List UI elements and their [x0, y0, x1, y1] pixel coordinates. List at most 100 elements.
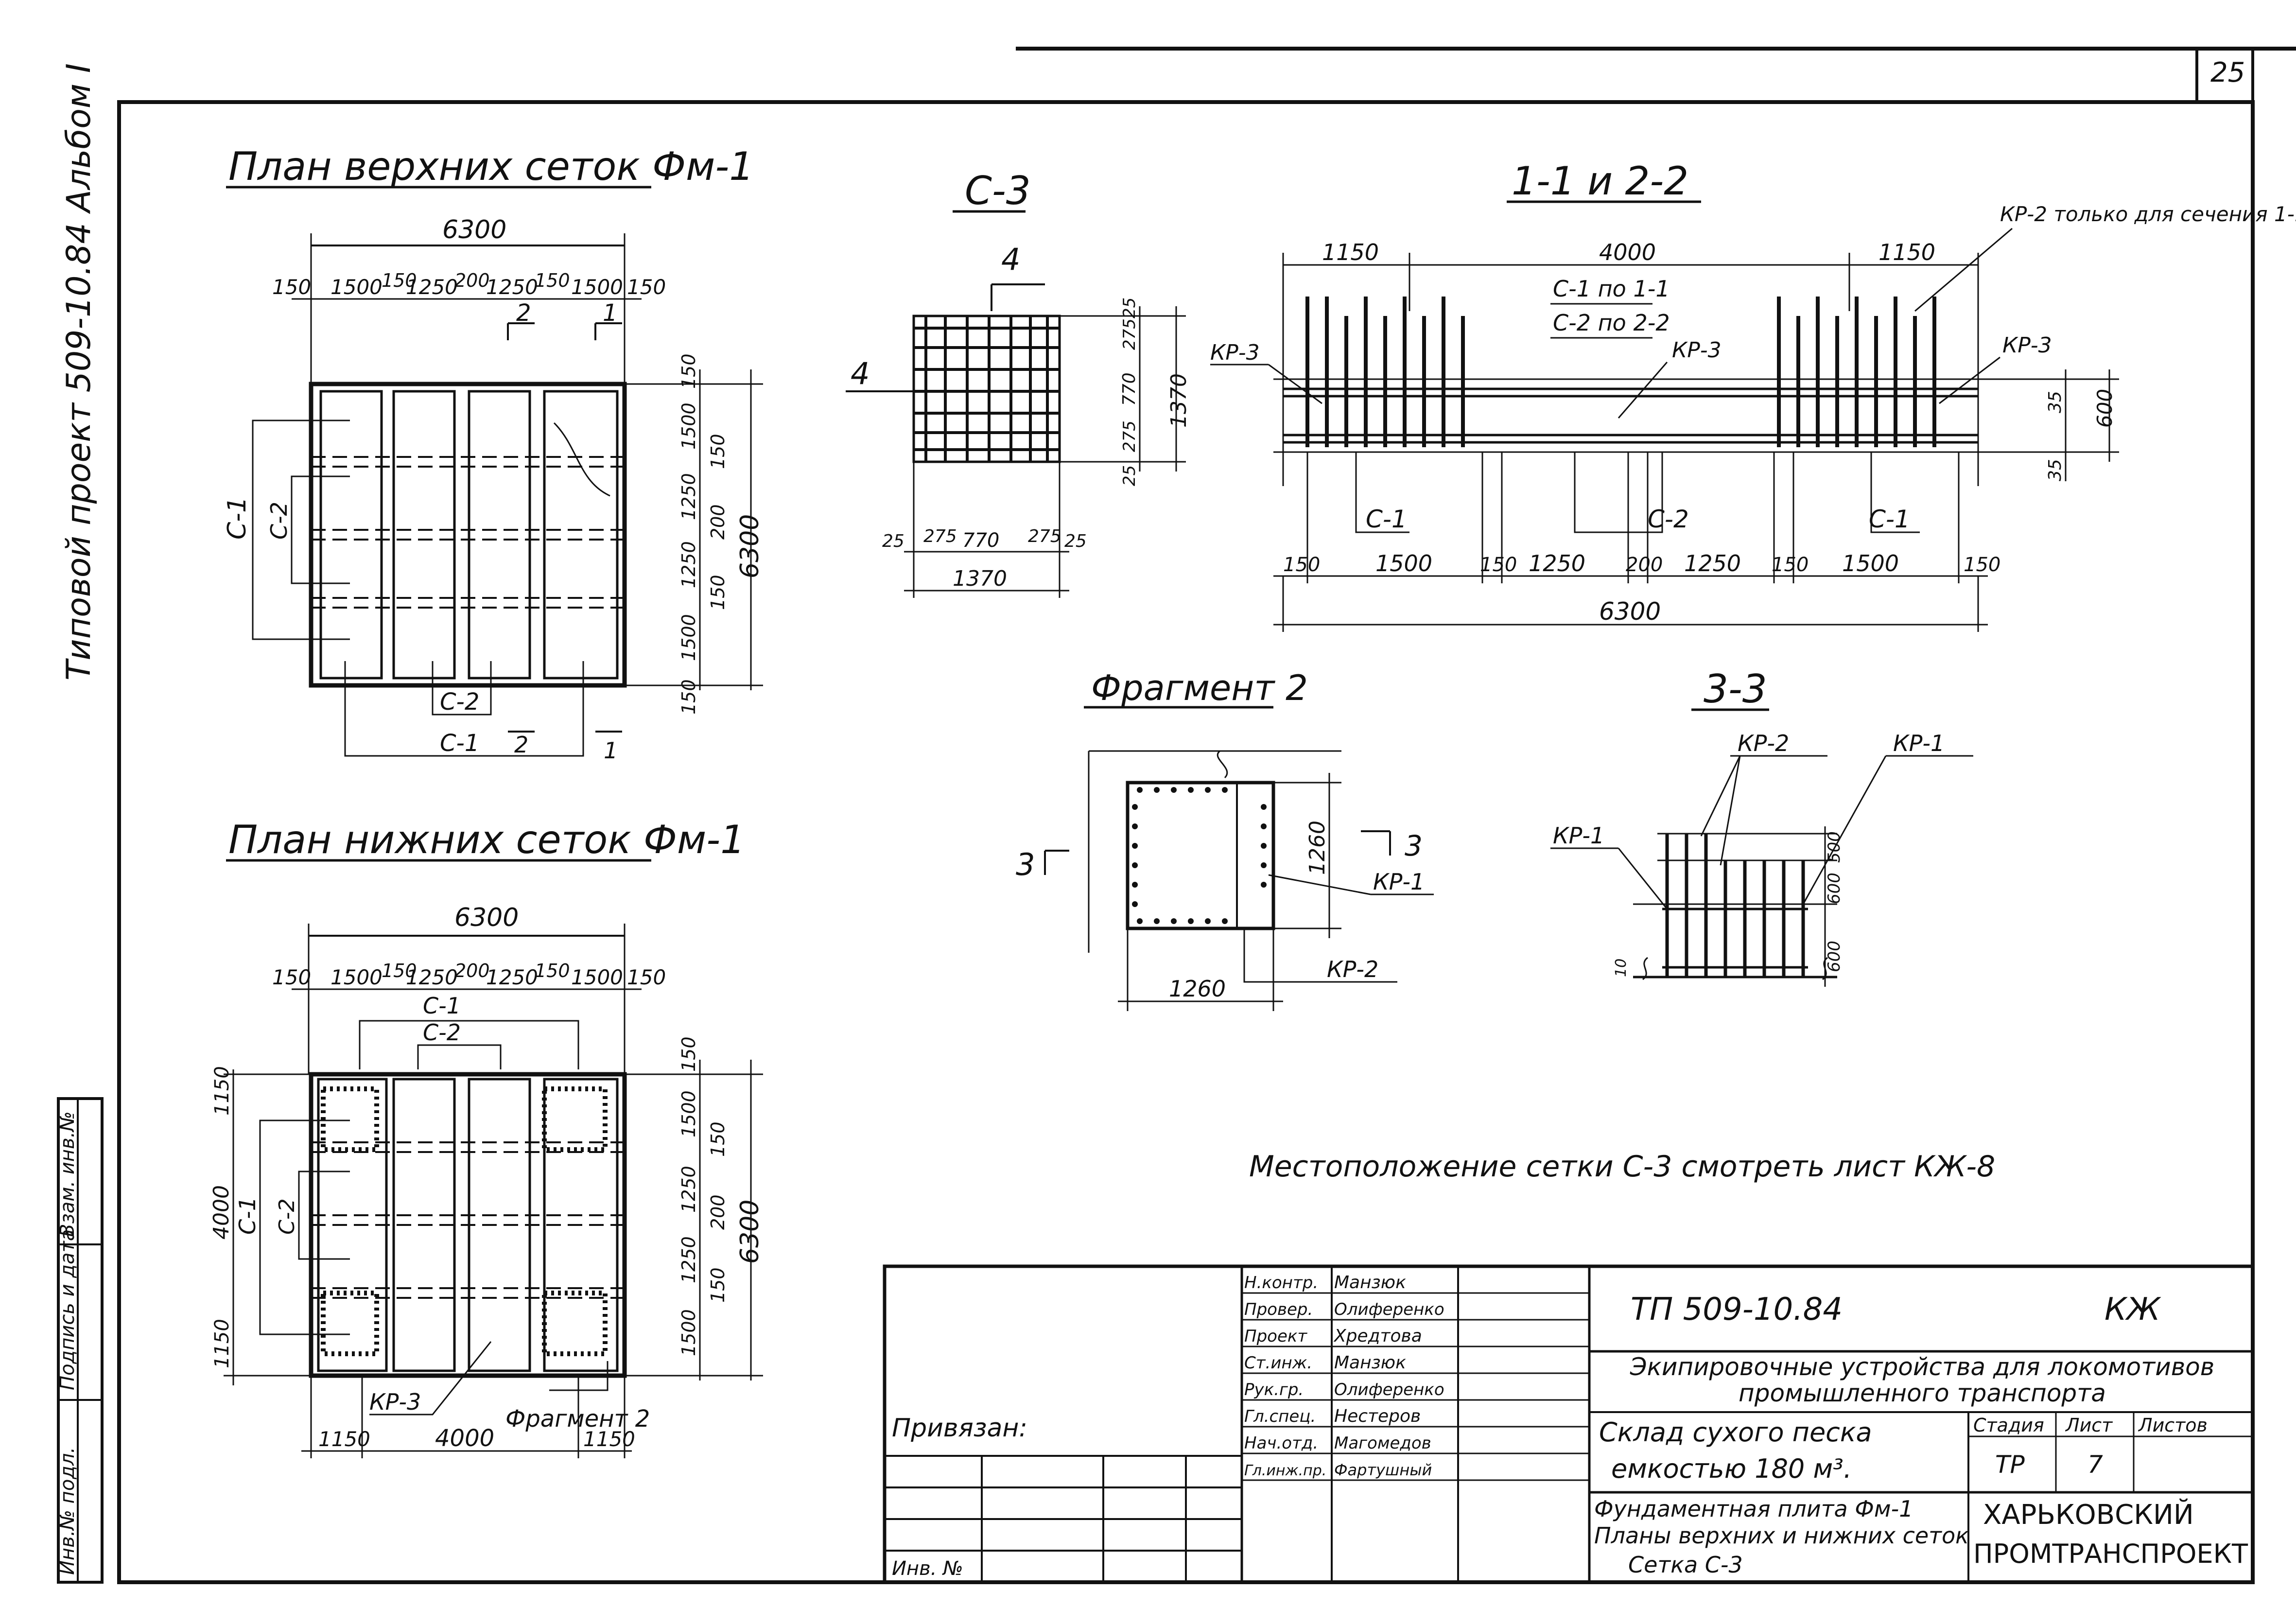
- section11-right-dim: 600: [2093, 389, 2117, 428]
- section11-bottom-dim: 1250: [1684, 550, 1741, 577]
- lower-dim-v: 200: [707, 1194, 729, 1230]
- tb-inv: Инв. №: [892, 1557, 963, 1580]
- tb-object-text: Экипировочные устройства для локомотивов…: [1630, 1354, 2215, 1407]
- tb-role: Гл.инж.пр.: [1244, 1462, 1326, 1479]
- tb-drawing-2: Планы верхних и нижних сеток: [1594, 1522, 1969, 1549]
- upper-label-c2: С-2: [266, 502, 292, 540]
- tb-name: Манзюк: [1334, 1353, 1406, 1373]
- section11-note-2: С-2 по 2-2: [1553, 310, 1670, 336]
- lower-dim-h: 1250: [486, 965, 538, 989]
- lower-label-c2: С-2: [275, 1198, 299, 1235]
- c3-dim-b: 275: [1028, 526, 1061, 546]
- tb-sheet-hdr: Лист: [2065, 1415, 2113, 1436]
- lower-dim-v: 1250: [678, 1166, 699, 1213]
- lower-label-c1: С-1: [234, 1197, 261, 1235]
- section11-right-dim: 35: [2045, 391, 2065, 413]
- lower-dim-h: 150: [272, 965, 311, 989]
- section11-right-dim: 35: [2045, 459, 2065, 481]
- section11-bottom-c2: С-2: [1648, 505, 1689, 533]
- section11-kr3-right: КР-3: [2002, 333, 2052, 358]
- lower-dim-h: 150: [535, 960, 570, 981]
- section33-left-dim: 10: [1613, 959, 1630, 977]
- lower-label-c2-top: С-2: [423, 1019, 461, 1046]
- section11-bottom-c1: С-1: [1366, 505, 1407, 533]
- upper-dim-h: 1500: [571, 275, 623, 299]
- c3-dim-r: 275: [1120, 318, 1139, 350]
- tb-role: Н.контр.: [1244, 1273, 1318, 1293]
- fragment2-kr2: КР-2: [1327, 956, 1378, 982]
- section11-bottom-dim: 200: [1626, 554, 1663, 576]
- tb-name: Хрeдтова: [1333, 1326, 1422, 1346]
- tb-building-1: Склад сухого песка: [1599, 1417, 1872, 1448]
- lower-dim-v: 1500: [678, 1090, 699, 1137]
- tb-role: Рук.гр.: [1244, 1380, 1304, 1399]
- upper-cut-1-bottom: 1: [604, 737, 618, 764]
- lower-bottom-dim: 1150: [583, 1427, 635, 1451]
- lower-left-dim: 1150: [211, 1319, 233, 1368]
- section11-bottom-dim: 150: [1964, 554, 2000, 576]
- fragment2-kr1: КР-1: [1373, 869, 1425, 895]
- section11-note-1: С-1 по 1-1: [1553, 276, 1670, 302]
- sheet-note: Местоположение сетки С-3 смотреть лист К…: [1249, 1150, 1995, 1184]
- c3-dim-r: 25: [1120, 297, 1139, 318]
- page-number: 25: [2210, 57, 2245, 88]
- upper-dim-h: 1500: [330, 275, 383, 299]
- title-block: Привязан: Инв. № Н.контр. Манзюк Провер.…: [883, 1264, 2255, 1584]
- tb-org-1: ХАРЬКОВСКИЙ: [1983, 1499, 2194, 1531]
- upper-cut-1: 1: [603, 299, 618, 327]
- side-caption: Типовой проект 509-10.84 Альбом I: [60, 63, 98, 681]
- c3-dim-b: 25: [1064, 531, 1087, 551]
- fragment2-dim-v: 1260: [1305, 821, 1330, 875]
- upper-dim-v: 1500: [678, 614, 699, 661]
- lower-dim-h: 150: [382, 960, 417, 981]
- upper-dim-v: 1250: [678, 473, 699, 520]
- fragment2-title: Фрагмент 2: [1091, 667, 1308, 708]
- tb-name: Фартушный: [1334, 1461, 1432, 1479]
- tb-project-code: ТП 509-10.84: [1631, 1292, 1843, 1328]
- upper-dim-h: 150: [272, 275, 311, 299]
- upper-dim-h: 1250: [486, 275, 538, 299]
- upper-dim-v: 150: [707, 575, 729, 610]
- upper-dim-v: 150: [678, 353, 699, 389]
- section11-bottom-dim: 1500: [1842, 550, 1899, 577]
- lower-dim-h: 1250: [406, 965, 458, 989]
- lower-dim-v: 150: [707, 1121, 729, 1157]
- upper-label-c2-bottom: С-2: [440, 688, 479, 716]
- c3-dim-b: 275: [923, 526, 957, 546]
- lower-label-kr3: КР-3: [369, 1389, 421, 1415]
- tb-name: Манзюк: [1334, 1273, 1406, 1293]
- left-stamp: Инв.№ подл. Подпись и дата Взам. инв.№: [56, 1097, 104, 1584]
- upper-dim-v: 1500: [678, 402, 699, 450]
- section11-total: 6300: [1599, 597, 1661, 626]
- section11-bottom-dim: 150: [1480, 554, 1517, 576]
- c3-total-r: 1370: [1166, 373, 1191, 428]
- fragment2-dim-h: 1260: [1169, 976, 1226, 1002]
- c3-mesh: С-3 4 4 25 275 770 275: [846, 168, 1191, 598]
- lower-plan: План нижних сеток Фм-1 6300 150 1500 150…: [209, 817, 765, 1458]
- section33-dim: 600: [1825, 941, 1844, 972]
- page-number-box: [2195, 47, 2254, 104]
- tb-sheet: 7: [2087, 1451, 2103, 1479]
- stamp-sign: Подпись и дата: [56, 1229, 79, 1390]
- tb-name: Олиференко: [1334, 1380, 1444, 1399]
- c3-total-b: 1370: [953, 566, 1007, 591]
- stamp-inv: Инв.№ подл.: [56, 1447, 79, 1575]
- c3-cut-left: 4: [851, 356, 870, 391]
- section11-kr3-mid: КР-3: [1672, 338, 1722, 363]
- lower-left-dim: 1150: [211, 1066, 233, 1116]
- lower-dim-v: 1500: [678, 1309, 699, 1356]
- upper-dim-v: 150: [678, 679, 699, 715]
- upper-total-width: 6300: [442, 215, 506, 245]
- c3-dim-r: 25: [1120, 465, 1139, 486]
- tb-name: Нестеров: [1334, 1406, 1421, 1426]
- section11-bottom-dim: 1500: [1375, 550, 1432, 577]
- upper-plan-title: План верхних сеток Фм-1: [228, 144, 754, 189]
- section-1-1: 1-1 и 2-2 1150 4000 1150 С-1 по 1-1 С-2 …: [1210, 158, 2296, 632]
- upper-plan: План верхних сеток Фм-1 6300 150 1500 15…: [223, 144, 765, 764]
- upper-dim-v: 150: [707, 434, 729, 469]
- tb-name: Магомедов: [1334, 1433, 1431, 1453]
- lower-dim-v: 150: [707, 1267, 729, 1303]
- tb-bound: Привязан:: [892, 1414, 1027, 1443]
- lower-bottom-dim: 4000: [435, 1425, 494, 1452]
